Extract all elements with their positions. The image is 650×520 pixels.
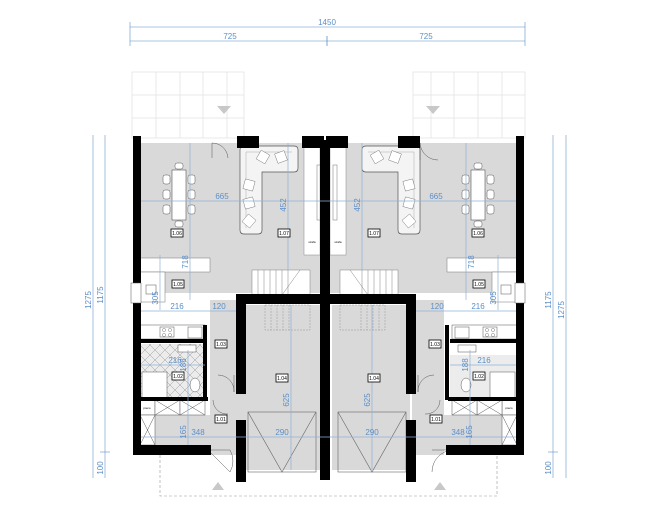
svg-text:pieco: pieco xyxy=(505,406,513,410)
svg-text:pieco: pieco xyxy=(143,406,151,410)
svg-text:120: 120 xyxy=(430,302,444,311)
toilet-icon xyxy=(460,377,472,393)
svg-text:120: 120 xyxy=(212,302,226,311)
svg-text:305: 305 xyxy=(489,291,498,305)
stove-icon xyxy=(159,326,175,338)
right-dimensions: 1175 1275 100 xyxy=(544,135,567,478)
sink-icon xyxy=(500,284,512,295)
window-left xyxy=(130,282,142,304)
dining-table-right xyxy=(461,162,495,228)
dim-left-bottom: 100 xyxy=(96,461,105,475)
top-dimensions: 1450 725 725 xyxy=(129,18,526,46)
washbasin-icon xyxy=(457,344,477,353)
washbasin-icon xyxy=(177,344,197,353)
corner-sofa-right xyxy=(361,145,421,235)
room-tag: 1.07 xyxy=(279,231,289,237)
toilet-icon xyxy=(189,377,201,393)
dim-right-outer: 1275 xyxy=(557,301,566,319)
stairs-left xyxy=(251,269,311,331)
svg-text:348: 348 xyxy=(451,428,465,437)
wardrobe-label: szafa xyxy=(308,240,316,244)
room-tag: 1.06 xyxy=(172,231,182,237)
room-tag: 1.01 xyxy=(431,417,441,423)
bathroom-left xyxy=(140,344,207,400)
svg-text:216: 216 xyxy=(168,356,182,365)
svg-text:216: 216 xyxy=(170,302,184,311)
left-dimensions: 1275 1175 100 xyxy=(84,135,110,478)
room-tag: 1.02 xyxy=(173,374,183,380)
dim-left-outer: 1275 xyxy=(84,291,93,309)
sink-icon xyxy=(145,284,157,295)
svg-text:165: 165 xyxy=(179,425,188,439)
window-right xyxy=(514,282,526,304)
room-tag: 1.04 xyxy=(369,376,379,382)
svg-text:452: 452 xyxy=(279,198,288,212)
entry-arrow-icon xyxy=(212,482,224,490)
svg-text:665: 665 xyxy=(429,192,443,201)
room-tag: 1.05 xyxy=(173,282,183,288)
stairs-right xyxy=(339,269,399,331)
entry-arrow-icon xyxy=(426,106,440,114)
svg-text:348: 348 xyxy=(191,428,205,437)
entry-arrow-icon xyxy=(217,106,231,114)
room-tags-left: 1.06 1.07 1.05 1.03 1.02 1.04 1.01 xyxy=(170,228,291,424)
room-tag: 1.03 xyxy=(430,342,440,348)
svg-text:718: 718 xyxy=(467,255,476,269)
kitchen-right xyxy=(446,257,518,340)
svg-text:188: 188 xyxy=(461,358,470,372)
terrace-right xyxy=(412,71,526,139)
dim-right-bottom: 100 xyxy=(544,461,553,475)
stove-icon xyxy=(482,326,498,338)
room-tag: 1.05 xyxy=(474,282,484,288)
svg-text:188: 188 xyxy=(179,358,188,372)
svg-text:216: 216 xyxy=(471,302,485,311)
svg-text:290: 290 xyxy=(275,428,289,437)
room-tag: 1.04 xyxy=(277,376,287,382)
entry-arrow-icon xyxy=(434,482,446,490)
dim-left-width: 725 xyxy=(223,32,237,41)
wardrobes-left: pieco xyxy=(139,399,206,446)
doors xyxy=(207,142,453,473)
svg-text:165: 165 xyxy=(465,425,474,439)
driveway-outline xyxy=(159,455,498,497)
dim-left-inner: 1175 xyxy=(96,286,105,304)
internal-dimensions xyxy=(141,143,516,470)
shower-icon xyxy=(489,371,516,400)
garage-door-left xyxy=(247,411,317,473)
room-tag: 1.03 xyxy=(216,342,226,348)
left-unit-dim-text: 665 452 718 305 216 120 216 188 625 290 … xyxy=(151,192,291,439)
room-tag: 1.02 xyxy=(474,374,484,380)
kitchen-left xyxy=(139,257,211,340)
svg-text:625: 625 xyxy=(363,393,372,407)
svg-text:452: 452 xyxy=(353,198,362,212)
dining-table-left xyxy=(162,162,196,228)
room-tags-right: 1.06 1.07 1.05 1.03 1.02 1.04 1.01 xyxy=(367,228,486,424)
room-tag: 1.07 xyxy=(369,231,379,237)
svg-text:718: 718 xyxy=(181,255,190,269)
svg-text:290: 290 xyxy=(365,428,379,437)
right-unit-dim-text: 665 452 718 305 216 120 216 188 625 290 … xyxy=(353,192,498,439)
svg-text:216: 216 xyxy=(477,356,491,365)
corner-sofa-left xyxy=(239,145,299,235)
wardrobe-label: szafa xyxy=(334,240,342,244)
svg-text:305: 305 xyxy=(151,291,160,305)
room-tag: 1.01 xyxy=(216,417,226,423)
svg-text:665: 665 xyxy=(215,192,229,201)
dim-right-width: 725 xyxy=(419,32,433,41)
dim-total-width: 1450 xyxy=(318,18,336,27)
dim-right-inner: 1175 xyxy=(544,291,553,309)
shower-icon xyxy=(141,371,168,400)
svg-text:625: 625 xyxy=(282,393,291,407)
terrace-left xyxy=(131,71,245,139)
room-tag: 1.06 xyxy=(473,231,483,237)
